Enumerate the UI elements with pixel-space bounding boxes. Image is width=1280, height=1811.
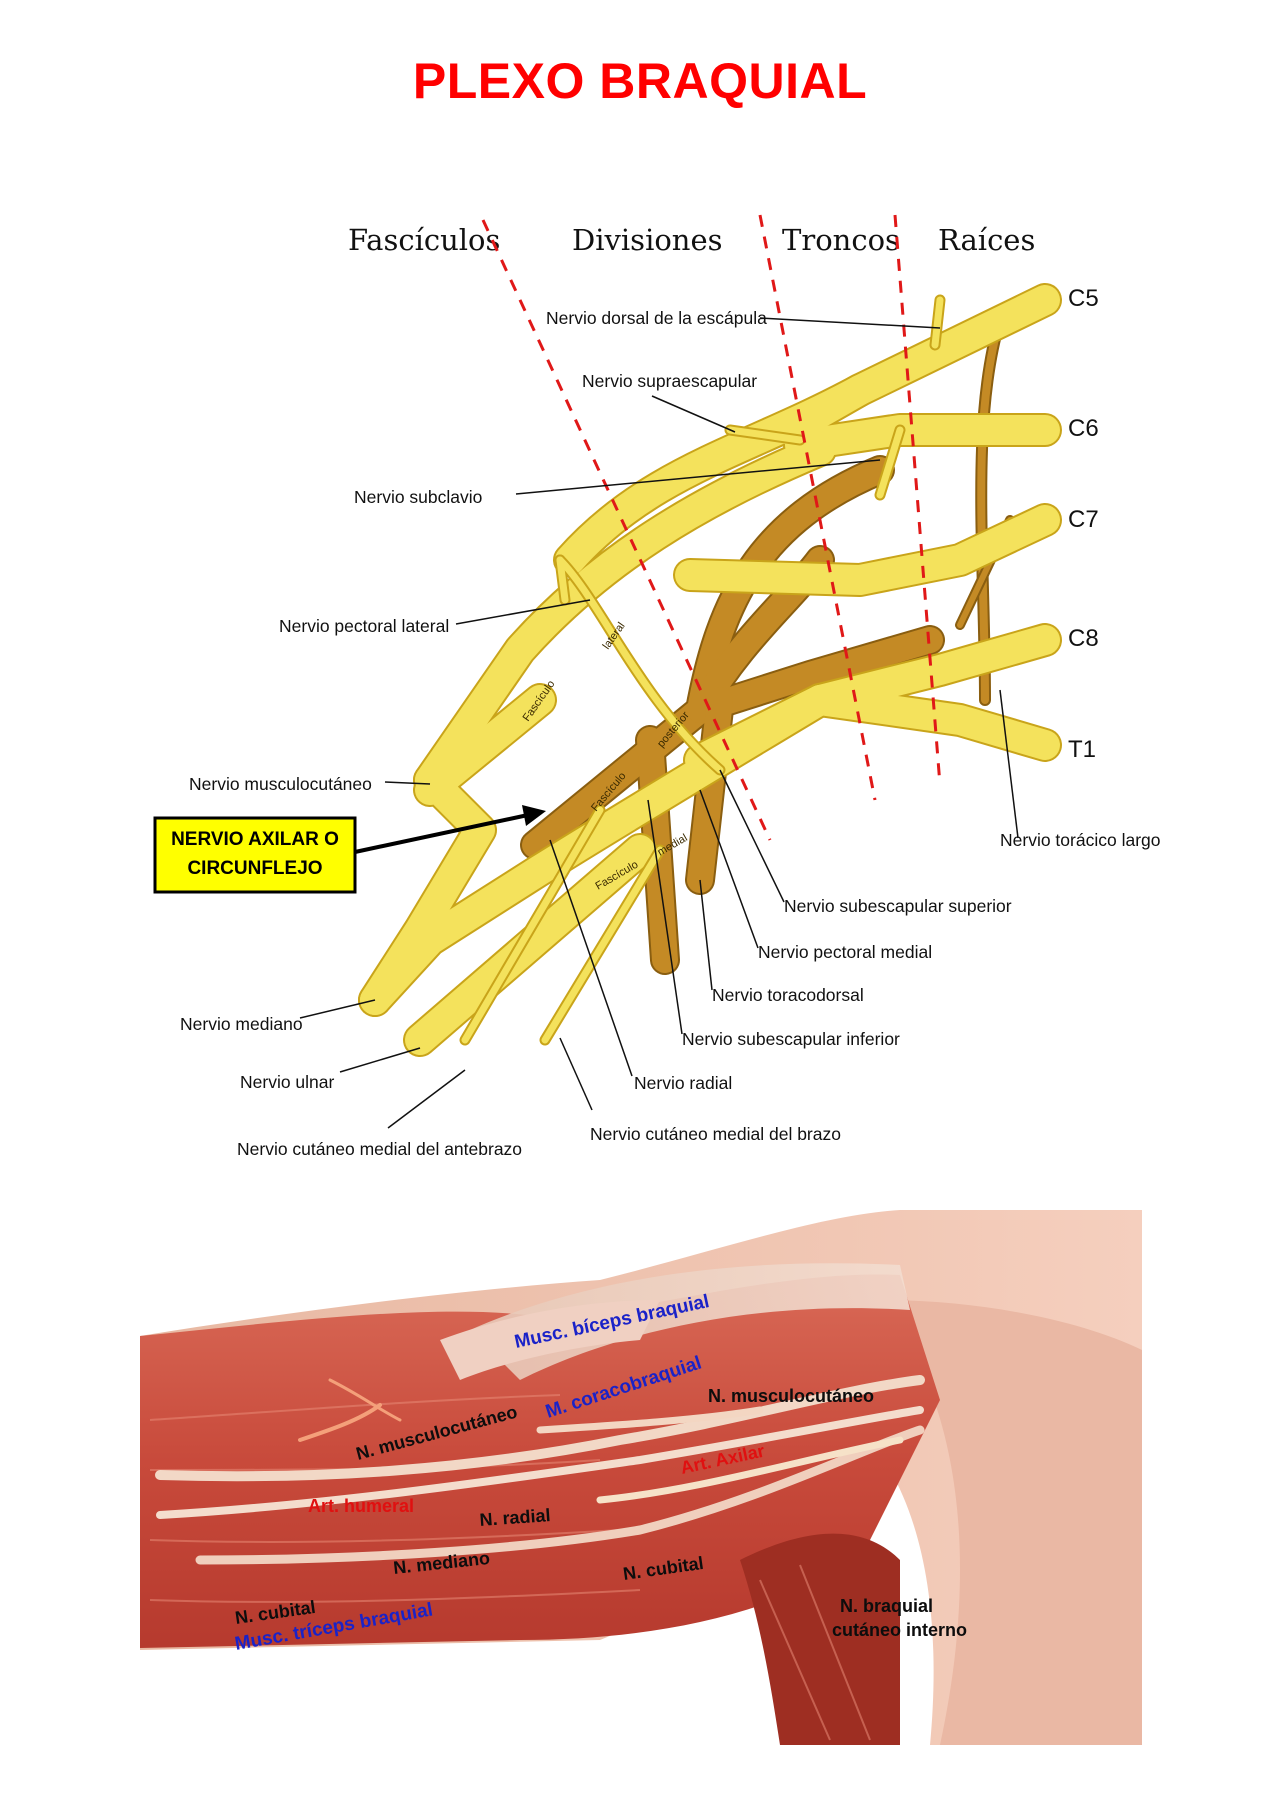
- leader-lines: [299, 317, 1019, 1129]
- label-toracico-largo: Nervio torácico largo: [1000, 830, 1160, 850]
- label-supraescapular: Nervio supraescapular: [582, 371, 757, 391]
- page-title: PLEXO BRAQUIAL: [412, 53, 868, 109]
- label-radial: Nervio radial: [634, 1073, 732, 1093]
- photo-label-art-humeral: Art. humeral: [308, 1496, 414, 1516]
- root-c5: C5: [1068, 285, 1099, 312]
- root-c8: C8: [1068, 625, 1099, 652]
- brachial-plexus-diagram: Fascículos Divisiones Troncos Raíces: [153, 214, 1160, 1159]
- label-musculocutaneo: Nervio musculocutáneo: [189, 774, 372, 794]
- label-subescapular-inferior: Nervio subescapular inferior: [682, 1029, 900, 1049]
- photo-label-braquial-1: N. braquial: [840, 1596, 933, 1616]
- axilar-callout: NERVIO AXILAR O CIRCUNFLEJO: [153, 805, 546, 894]
- label-subclavio: Nervio subclavio: [354, 487, 482, 507]
- photo-label-braquial-2: cutáneo interno: [832, 1620, 967, 1640]
- label-dorsal-escapula: Nervio dorsal de la escápula: [546, 308, 767, 328]
- photo-label-musculocutaneo-1: N. musculocutáneo: [708, 1386, 874, 1406]
- header-raices: Raíces: [938, 223, 1035, 257]
- header-divisiones: Divisiones: [572, 223, 723, 257]
- label-subescapular-superior: Nervio subescapular superior: [784, 896, 1012, 916]
- label-ulnar: Nervio ulnar: [240, 1072, 335, 1092]
- region-dividers: [481, 214, 942, 841]
- callout-line-1: NERVIO AXILAR O: [171, 829, 339, 850]
- header-troncos: Troncos: [782, 223, 900, 257]
- photo-label-radial: N. radial: [479, 1505, 551, 1530]
- root-t1: T1: [1068, 736, 1096, 763]
- header-fasciculos: Fascículos: [348, 223, 500, 257]
- label-pectoral-medial: Nervio pectoral medial: [758, 942, 932, 962]
- yellow-nerves-group: [358, 283, 1062, 1057]
- label-toracodorsal: Nervio toracodorsal: [712, 985, 864, 1005]
- callout-arrow-icon: [522, 805, 546, 826]
- label-mediano: Nervio mediano: [180, 1014, 303, 1034]
- label-cutaneo-antebrazo: Nervio cutáneo medial del antebrazo: [237, 1139, 522, 1159]
- label-cutaneo-brazo: Nervio cutáneo medial del brazo: [590, 1124, 841, 1144]
- root-c6: C6: [1068, 415, 1099, 442]
- root-c7: C7: [1068, 506, 1099, 533]
- label-pectoral-lateral: Nervio pectoral lateral: [279, 616, 449, 636]
- callout-line-2: CIRCUNFLEJO: [187, 858, 322, 879]
